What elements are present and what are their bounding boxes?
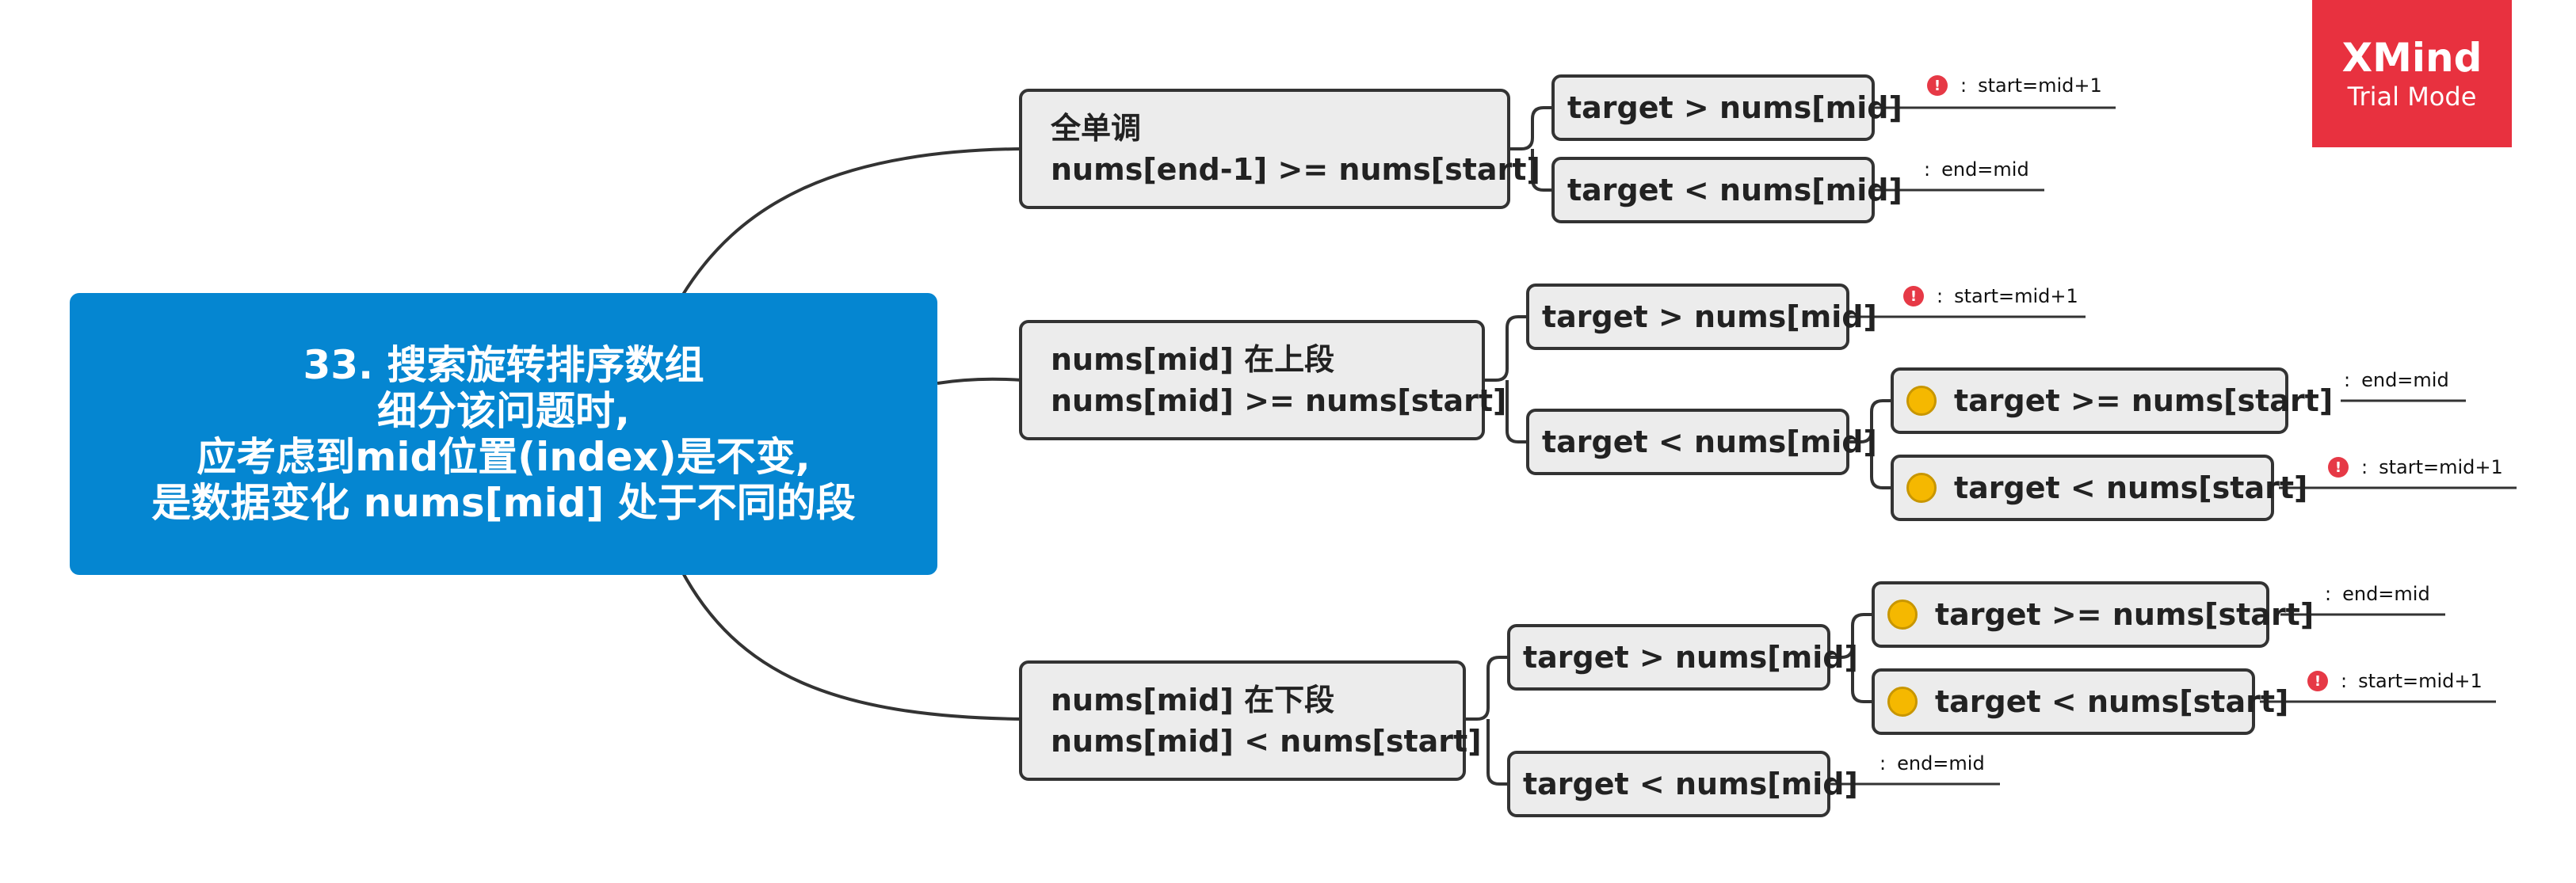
warning-icon: ! (2328, 457, 2349, 478)
connector-b2c2-children (1849, 399, 1894, 489)
central-topic[interactable]: 33. 搜索旋转排序数组 细分该问题时, 应考虑到mid位置(index)是不变… (70, 293, 937, 575)
b2-lt-lt-start-topic[interactable]: target < nums[start] (1891, 455, 2307, 521)
central-topic-line-1: 33. 搜索旋转排序数组 (303, 342, 704, 388)
priority-dot-icon (1906, 473, 1937, 503)
branch-3-title: nums[mid] 在下段 (1051, 683, 1335, 717)
b2-target-gt-topic[interactable]: target > nums[mid] (1526, 284, 1877, 350)
xmind-trial-watermark: XMind Trial Mode (2312, 0, 2512, 147)
b1-lt-result[interactable]: : end=mid (1924, 152, 2029, 187)
priority-dot-icon (1906, 386, 1937, 416)
b2-target-gt-label: target > nums[mid] (1542, 299, 1877, 334)
result-text: start=mid+1 (2379, 456, 2503, 478)
colon: : (1937, 285, 1944, 307)
branch-2-topic[interactable]: nums[mid] 在上段 nums[mid] >= nums[start] (1019, 320, 1506, 440)
b2-target-lt-topic[interactable]: target < nums[mid] (1526, 409, 1877, 475)
b3-gt-ge-start-label: target >= nums[start] (1935, 597, 2315, 632)
b3-gt-lt-start-label: target < nums[start] (1935, 684, 2289, 719)
branch-1-condition: nums[end-1] >= nums[start] (1051, 152, 1540, 187)
warning-icon: ! (1903, 286, 1924, 306)
b2-lt-ge-start-label: target >= nums[start] (1954, 383, 2334, 418)
result-text: start=mid+1 (1954, 285, 2078, 307)
b3-gt-lt-start-topic[interactable]: target < nums[start] (1872, 668, 2288, 735)
result-text: end=mid (1897, 752, 1985, 775)
warning-icon: ! (2307, 671, 2328, 691)
connector-root-branch1 (680, 147, 1023, 299)
colon: : (1960, 74, 1967, 97)
branch-1-topic[interactable]: 全单调 nums[end-1] >= nums[start] (1019, 89, 1540, 209)
central-topic-line-4: 是数据变化 nums[mid] 处于不同的段 (151, 480, 856, 526)
b2-lt-ge-result[interactable]: : end=mid (2344, 363, 2449, 398)
priority-dot-icon (1887, 599, 1918, 630)
b3-target-lt-label: target < nums[mid] (1523, 767, 1858, 801)
b1-gt-result[interactable]: ! : start=mid+1 (1927, 68, 2102, 103)
connector-root-branch2 (937, 377, 1023, 385)
b2-target-lt-label: target < nums[mid] (1542, 424, 1877, 459)
colon: : (2341, 670, 2348, 692)
branch-2-title: nums[mid] 在上段 (1051, 342, 1335, 377)
b1-target-lt-label: target < nums[mid] (1567, 173, 1902, 207)
result-text: start=mid+1 (1978, 74, 2102, 97)
connector-b3c1-children (1830, 613, 1875, 703)
b3-gt-ge-result[interactable]: : end=mid (2325, 577, 2430, 611)
b3-target-gt-topic[interactable]: target > nums[mid] (1507, 624, 1858, 691)
branch-1-title: 全单调 (1051, 111, 1142, 146)
b3-gt-lt-result[interactable]: ! : start=mid+1 (2307, 664, 2483, 698)
b3-lt-result[interactable]: : end=mid (1880, 746, 1985, 781)
watermark-mode: Trial Mode (2347, 82, 2477, 112)
b1-target-gt-label: target > nums[mid] (1567, 90, 1902, 125)
b2-lt-ge-start-topic[interactable]: target >= nums[start] (1891, 367, 2333, 434)
result-text: start=mid+1 (2358, 670, 2483, 692)
colon: : (2361, 456, 2368, 478)
result-text: end=mid (2342, 583, 2430, 605)
branch-3-topic[interactable]: nums[mid] 在下段 nums[mid] < nums[start] (1019, 660, 1482, 781)
colon: : (2325, 583, 2332, 605)
b2-lt-lt-start-label: target < nums[start] (1954, 470, 2308, 505)
warning-icon: ! (1927, 75, 1948, 96)
b1-target-gt-topic[interactable]: target > nums[mid] (1551, 74, 1902, 141)
result-text: end=mid (2361, 369, 2449, 391)
watermark-brand: XMind (2341, 35, 2483, 81)
central-topic-line-2: 细分该问题时, (377, 388, 630, 434)
central-topic-line-3: 应考虑到mid位置(index)是不变, (197, 434, 811, 480)
b1-target-lt-topic[interactable]: target < nums[mid] (1551, 157, 1902, 223)
connector-b2-children (1485, 315, 1529, 443)
connector-root-branch3 (680, 569, 1023, 721)
connector-b3-children (1466, 656, 1510, 786)
branch-3-condition: nums[mid] < nums[start] (1051, 724, 1482, 759)
b3-target-lt-topic[interactable]: target < nums[mid] (1507, 751, 1858, 817)
b3-target-gt-label: target > nums[mid] (1523, 640, 1858, 675)
branch-2-condition: nums[mid] >= nums[start] (1051, 383, 1507, 418)
connector-b1-children (1510, 106, 1555, 192)
priority-dot-icon (1887, 687, 1918, 717)
colon: : (2344, 369, 2351, 391)
b3-gt-ge-start-topic[interactable]: target >= nums[start] (1872, 581, 2314, 648)
b2-lt-lt-result[interactable]: ! : start=mid+1 (2328, 450, 2503, 485)
colon: : (1924, 158, 1931, 181)
result-text: end=mid (1941, 158, 2029, 181)
colon: : (1880, 752, 1887, 775)
b2-gt-result[interactable]: ! : start=mid+1 (1903, 279, 2078, 314)
